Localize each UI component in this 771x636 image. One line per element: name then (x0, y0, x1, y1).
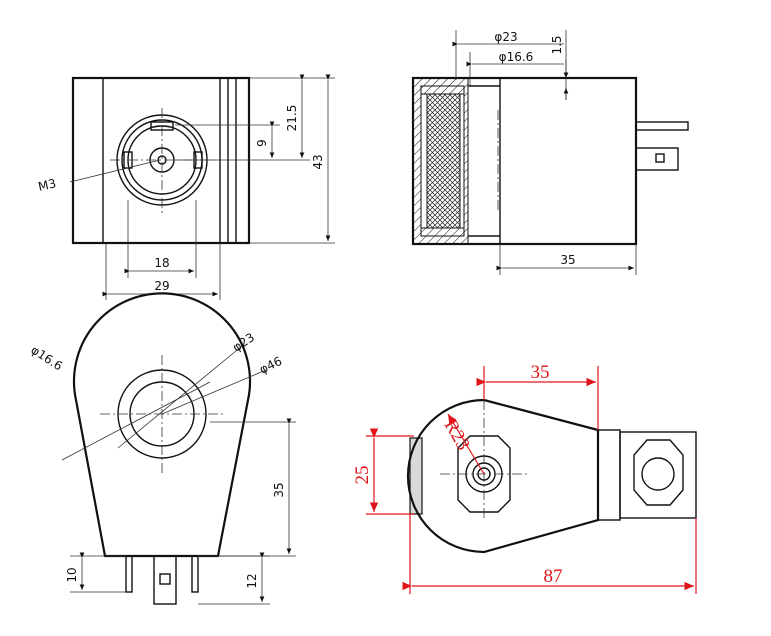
side-body-outline (72, 292, 252, 558)
assembly-view: 35 R23 25 87 (352, 362, 697, 594)
section-view: φ23 φ16.6 1.5 35 (411, 30, 689, 275)
label-phi23-section: φ23 (494, 30, 517, 44)
label-43: 43 (311, 154, 325, 169)
label-1-5: 1.5 (550, 35, 564, 54)
assembly-body-outline (406, 398, 600, 554)
label-12: 12 (245, 573, 259, 588)
label-phi16-section: φ16.6 (499, 50, 534, 64)
label-21-5: 21.5 (285, 105, 299, 132)
front-body-outline (71, 76, 251, 245)
side-view: φ16.6 φ23 φ46 35 10 12 (28, 292, 296, 605)
label-phi16-side: φ16.6 (28, 343, 65, 374)
label-10: 10 (65, 567, 79, 582)
label-35-section: 35 (560, 253, 575, 267)
label-35-side: 35 (272, 482, 286, 497)
label-87: 87 (544, 566, 563, 587)
label-35-assembly: 35 (531, 362, 550, 383)
front-view: M3 21.5 9 43 18 29 (37, 74, 335, 300)
hex-nut (457, 435, 511, 513)
label-25: 25 (352, 466, 373, 485)
label-29: 29 (154, 279, 169, 293)
label-phi46-side: φ46 (257, 354, 284, 377)
connector-block (619, 431, 697, 519)
label-m3: M3 (37, 176, 58, 193)
label-9: 9 (255, 139, 269, 147)
label-18: 18 (154, 256, 169, 270)
coil-winding (426, 93, 461, 229)
